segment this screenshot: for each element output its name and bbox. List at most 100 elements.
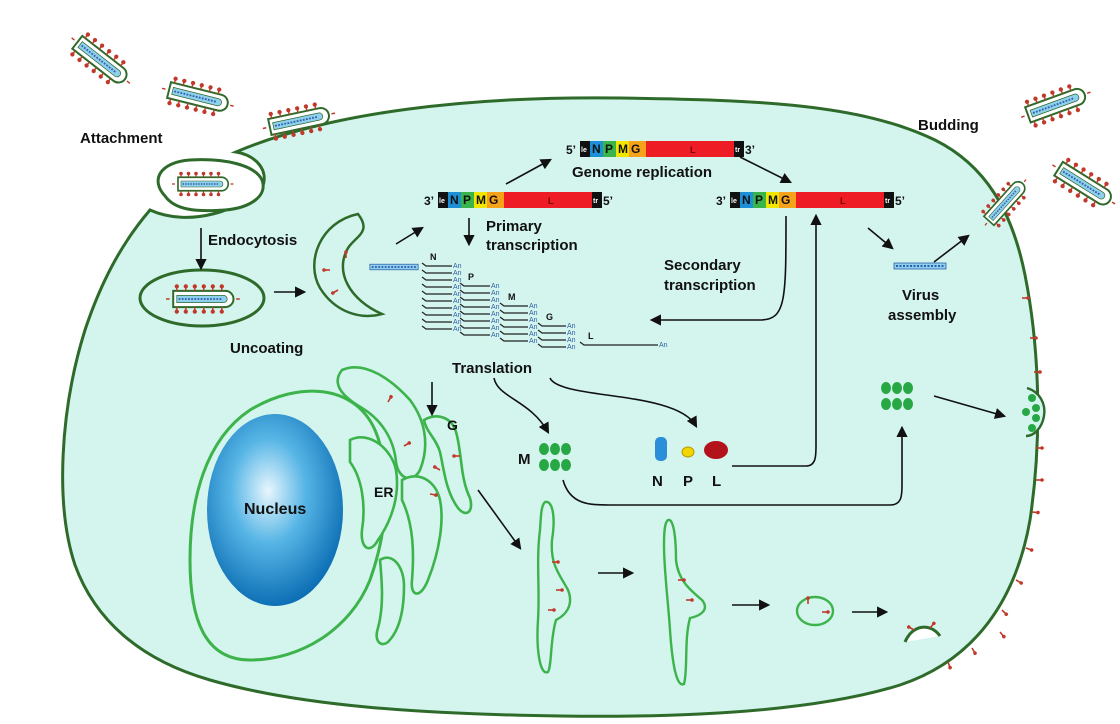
genome-leader <box>730 192 740 208</box>
endoplasmic-reticulum <box>336 366 473 646</box>
mrna-line <box>499 330 528 335</box>
polya-tail: An <box>529 310 538 317</box>
primary-transcription-label-1: Primary <box>486 218 543 235</box>
m-protein-cluster <box>539 443 571 471</box>
genome-trailer-label: tr <box>735 147 740 154</box>
genome-gene-G <box>487 192 504 208</box>
attachment-label: Attachment <box>80 130 163 147</box>
genome-gene-N <box>590 141 603 157</box>
polya-tail: An <box>453 284 462 291</box>
genome-gene-P <box>461 192 474 208</box>
polya-tail: An <box>453 277 462 284</box>
polya-tail: An <box>491 318 500 325</box>
secondary-transcription-label-2: transcription <box>664 277 756 294</box>
genome-gene-label: P <box>605 142 613 156</box>
arrow-budding <box>933 234 970 263</box>
polya-tail: An <box>453 326 462 333</box>
exocytosis-notch <box>903 625 942 643</box>
polya-tail: An <box>491 290 500 297</box>
polya-tail: An <box>491 304 500 311</box>
free-virion <box>61 25 140 96</box>
arrow-translation-m <box>493 377 550 434</box>
mrna-line <box>459 310 490 315</box>
polya-tail: An <box>567 330 576 337</box>
polya-tail: An <box>567 337 576 344</box>
genome-end-label: 3’ <box>745 143 755 157</box>
genome-end-label: 5’ <box>895 194 905 208</box>
n-protein-label: N <box>652 473 663 490</box>
n-protein <box>655 437 667 461</box>
genome-trailer-label: tr <box>593 198 598 205</box>
virus-assembly-label-2: assembly <box>888 307 957 324</box>
uncoating-vesicle <box>313 212 386 318</box>
primary-transcription-label-2: transcription <box>486 237 578 254</box>
mrna-line <box>421 290 452 295</box>
genome-gene-label: M <box>476 193 486 207</box>
ribonucleoprotein <box>368 263 420 271</box>
genome-gene-label: G <box>489 193 498 207</box>
genome-replication-label: Genome replication <box>572 164 712 181</box>
genome-gene-M <box>616 141 629 157</box>
genome-end-label: 3’ <box>424 194 434 208</box>
genome-gene-N <box>740 192 753 208</box>
mrna-line <box>421 269 452 274</box>
genome-gene-N <box>448 192 461 208</box>
genome-leader-label: le <box>439 198 445 205</box>
polya-tail: An <box>453 270 462 277</box>
polya-tail: An <box>491 297 500 304</box>
polya-tail: An <box>453 298 462 305</box>
mrna-line <box>537 329 566 334</box>
genome-gene-L <box>796 192 884 208</box>
polya-tail: An <box>659 342 668 349</box>
arrow-m-to-assembly <box>562 425 908 506</box>
arrow-rnp-out <box>395 226 424 245</box>
secretory-vesicle <box>795 595 835 627</box>
transcript-gene-label: G <box>546 312 553 322</box>
genome-end-label: 5’ <box>566 143 576 157</box>
polya-tail: An <box>491 311 500 318</box>
mrna-line <box>499 337 528 342</box>
mrna-line <box>537 336 566 341</box>
uncoating-label: Uncoating <box>230 340 303 357</box>
surface-glycoprotein <box>1024 545 1035 554</box>
genome-leader-label: le <box>731 198 737 205</box>
arrow-npl-to-replication <box>732 213 822 467</box>
polya-tail: An <box>491 283 500 290</box>
genome-gene-G <box>629 141 646 157</box>
mrna-line <box>459 296 490 301</box>
arrow-er-to-vesicle <box>477 489 522 550</box>
mrna-line <box>421 325 452 330</box>
p-protein <box>681 446 695 458</box>
arrow-translation-npl <box>549 377 698 428</box>
surface-glycoprotein <box>969 646 979 657</box>
polya-tail: An <box>491 332 500 339</box>
genome-leader <box>580 141 590 157</box>
mrna-line <box>499 309 528 314</box>
genome-trailer <box>734 141 744 157</box>
mrna-line <box>421 276 452 281</box>
secondary-transcription-label-1: Secondary <box>664 257 741 274</box>
golgi-vesicle <box>662 518 707 686</box>
genome-gene-M <box>766 192 779 208</box>
transcript-gene-label: M <box>508 292 516 302</box>
mrna-transcripts: NAnAnAnAnAnAnAnAnAnAnPAnAnAnAnAnAnAnAnMA… <box>421 252 668 351</box>
m-protein-cluster-assembly <box>881 382 913 410</box>
surface-glycoprotein <box>997 630 1008 640</box>
genome-gene-label: M <box>768 193 778 207</box>
mrna-line <box>459 303 490 308</box>
virus-assembly-label-1: Virus <box>902 287 939 304</box>
polya-tail: An <box>529 317 538 324</box>
mrna-line <box>499 323 528 328</box>
polya-tail: An <box>529 303 538 310</box>
mrna-line <box>459 317 490 322</box>
mrna-line <box>421 304 452 309</box>
mrna-line <box>421 297 452 302</box>
genome-gene-label: L <box>840 196 846 206</box>
arrow-secondary-transcription <box>649 215 787 326</box>
mrna-line <box>421 318 452 323</box>
genome-gene-label: G <box>631 142 640 156</box>
arrow-to-membrane <box>933 395 1007 419</box>
arrow-replication-up <box>505 158 552 185</box>
budding-virion <box>1015 77 1097 132</box>
